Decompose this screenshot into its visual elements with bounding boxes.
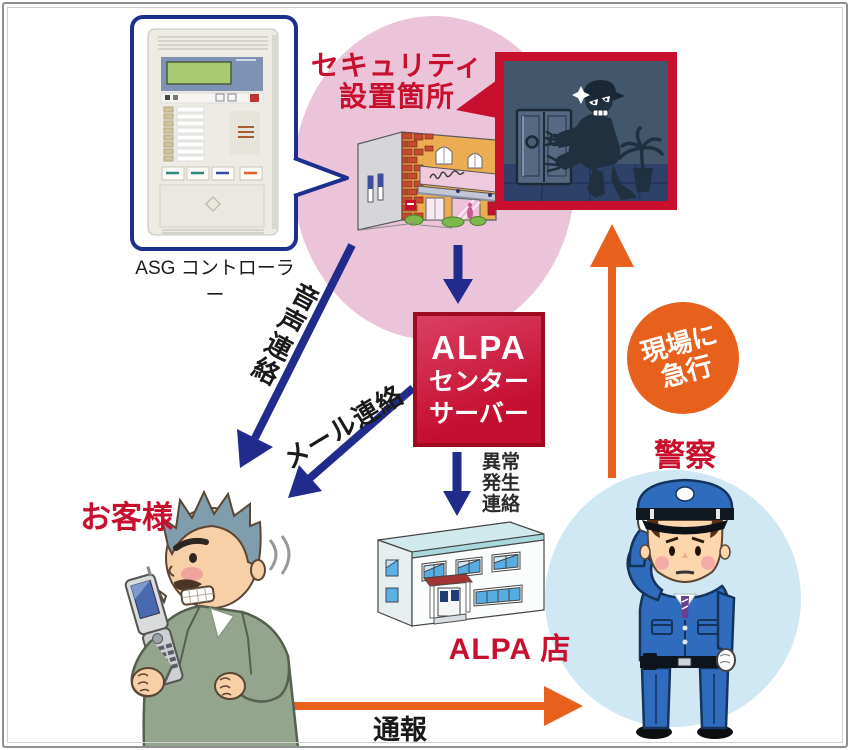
server-title-line1: ALPA [431,328,527,366]
asg-controller-image [147,28,279,236]
alpa-store-label: ALPA 店 [448,633,572,666]
asg-controller-label: ASG コントローラー [135,258,295,306]
shop-building-illustration [357,131,497,231]
police-label: 警察 [654,438,716,473]
server-title-line3: サーバー [429,399,529,428]
security-site-title: セキュリティ 設置箇所 [310,50,484,112]
report-arrow [275,686,583,726]
voice-contact-arrow [237,243,356,468]
mail-contact-arrow [288,384,416,498]
rush-to-scene-arrow [590,224,634,478]
server-title-line2: センター [428,367,529,396]
customer-illustration [124,489,300,748]
alpa-center-server-box: ALPA センター サーバー [413,312,545,447]
burglar-illustration [495,52,677,210]
rush-to-scene-badge: 現場に 急行 [627,302,739,414]
site-to-server-arrow [443,245,473,304]
server-to-store-arrow [443,452,471,516]
customer-label: お客様 [80,500,173,535]
police-officer-illustration [626,478,736,739]
alpa-store-illustration [377,521,545,627]
rush-to-scene-text: 現場に 急行 [637,318,721,393]
abnormal-report-label: 異常 発生 連絡 [482,452,521,515]
asg-callout-tail [293,156,349,198]
report-label: 通報 [373,715,427,745]
burglar-callout-tail [456,80,497,118]
